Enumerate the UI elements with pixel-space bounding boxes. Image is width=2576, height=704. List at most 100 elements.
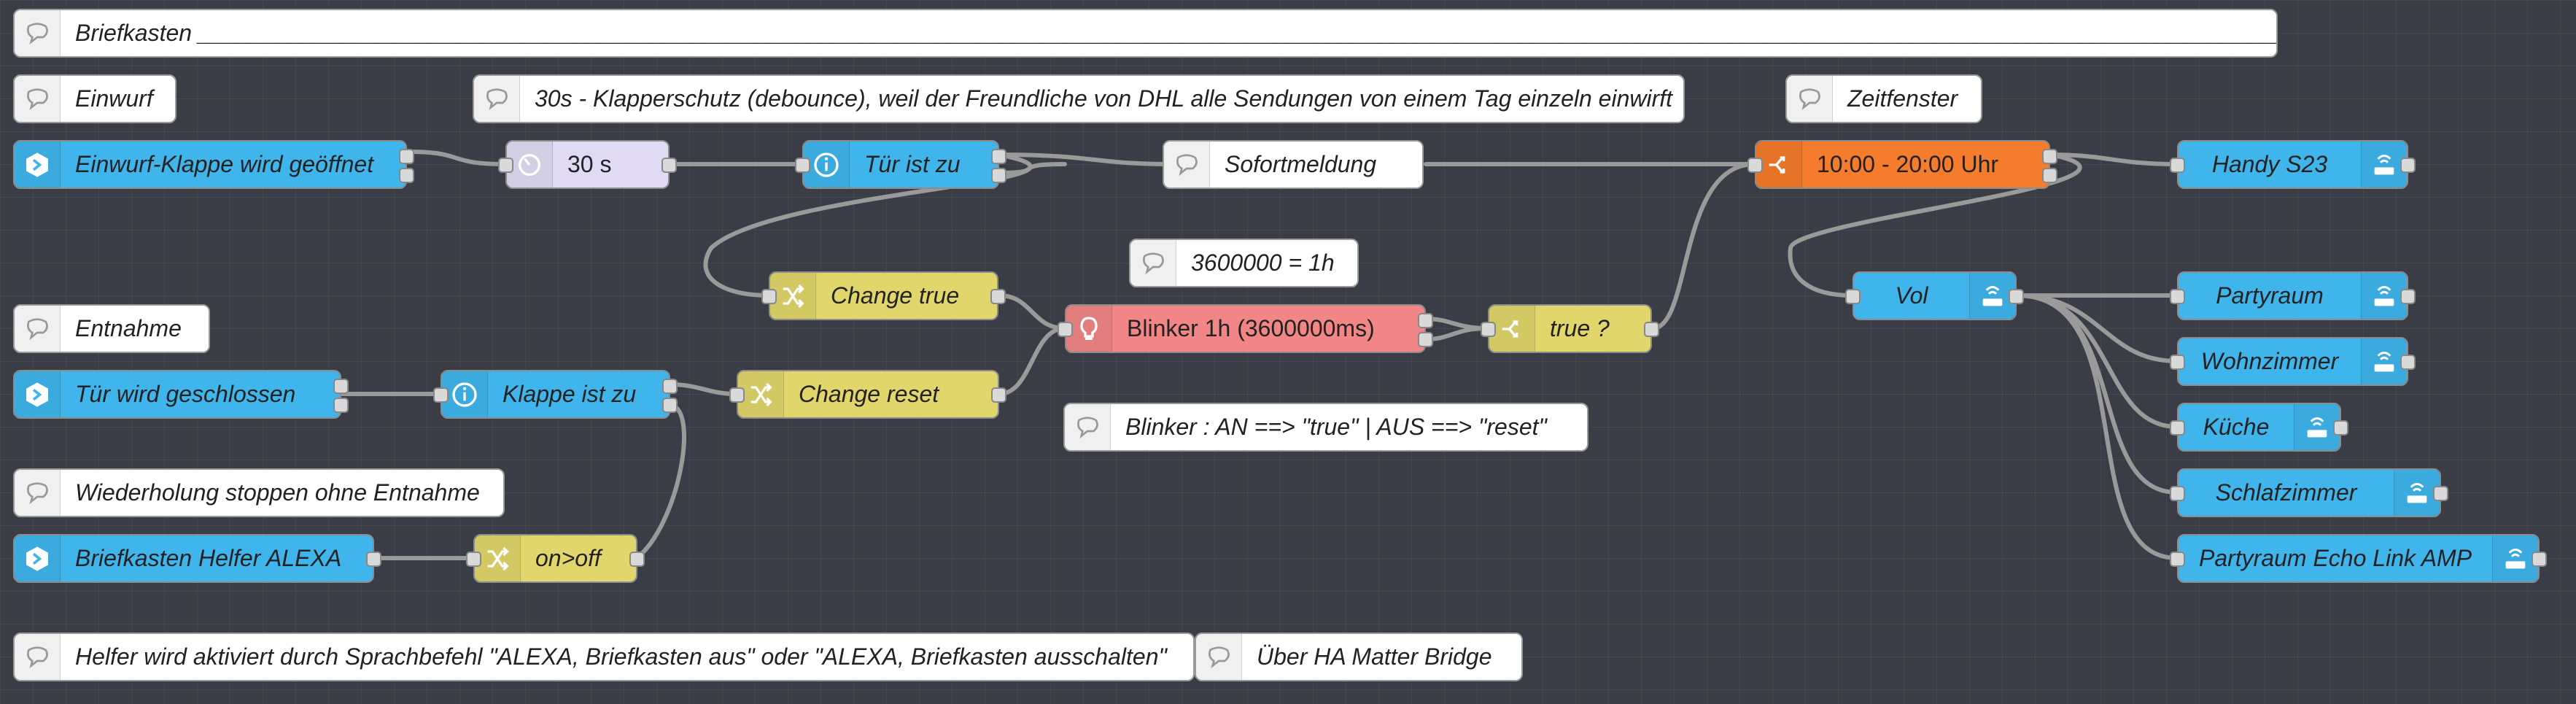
node-change-true[interactable]: Change true bbox=[761, 271, 1006, 320]
output-port[interactable] bbox=[1644, 322, 1659, 337]
speech-bubble-icon bbox=[15, 10, 61, 56]
output-port[interactable] bbox=[662, 379, 678, 394]
output-port[interactable] bbox=[1418, 313, 1433, 328]
output-port[interactable] bbox=[2333, 420, 2348, 436]
comment-label: Einwurf bbox=[75, 85, 153, 112]
comment-label: Zeitfenster bbox=[1847, 85, 1958, 112]
node-blinker[interactable]: Blinker 1h (3600000ms) bbox=[1058, 304, 1433, 353]
output-port[interactable] bbox=[991, 149, 1006, 164]
output-port[interactable] bbox=[399, 149, 414, 164]
input-port[interactable] bbox=[1845, 289, 1861, 304]
node-timerange[interactable]: 10:00 - 20:00 Uhr bbox=[1747, 140, 2057, 189]
comment-einwurf[interactable]: Einwurf bbox=[13, 74, 176, 123]
comment-zeitfenster[interactable]: Zeitfenster bbox=[1785, 74, 1982, 123]
speech-bubble-icon bbox=[1196, 634, 1242, 680]
output-port[interactable] bbox=[333, 379, 349, 394]
comment-entnahme[interactable]: Entnahme bbox=[13, 304, 210, 353]
input-port[interactable] bbox=[761, 289, 777, 304]
node-schlafzimmer[interactable]: Schlafzimmer bbox=[2170, 468, 2448, 517]
shuffle-icon bbox=[475, 535, 521, 581]
node-label: Klappe ist zu bbox=[503, 381, 637, 407]
speech-bubble-icon bbox=[474, 76, 520, 122]
output-port[interactable] bbox=[2009, 289, 2024, 304]
node-label: Briefkasten Helfer ALEXA bbox=[75, 545, 342, 571]
node-handy[interactable]: Handy S23 bbox=[2170, 140, 2416, 189]
node-label: Handy S23 bbox=[2211, 151, 2328, 177]
output-port[interactable] bbox=[2042, 149, 2057, 164]
output-port[interactable] bbox=[399, 168, 414, 183]
comment-matter[interactable]: Über HA Matter Bridge bbox=[1195, 633, 1523, 681]
output-port[interactable] bbox=[2400, 158, 2416, 173]
output-port[interactable] bbox=[2400, 289, 2416, 304]
comment-helfer[interactable]: Helfer wird aktiviert durch Sprachbefehl… bbox=[13, 633, 1195, 681]
output-port[interactable] bbox=[1418, 332, 1433, 347]
input-port[interactable] bbox=[2170, 355, 2185, 370]
wire bbox=[2015, 293, 2179, 560]
node-true-switch[interactable]: true ? bbox=[1481, 304, 1659, 353]
input-port[interactable] bbox=[2170, 289, 2185, 304]
node-label: 10:00 - 20:00 Uhr bbox=[1817, 151, 1999, 177]
speech-bubble-icon bbox=[15, 306, 61, 352]
node-partyraum[interactable]: Partyraum bbox=[2170, 271, 2416, 320]
comment-label: 30s - Klapperschutz (debounce), weil der… bbox=[535, 85, 1673, 112]
wifi-router-icon bbox=[2492, 535, 2538, 581]
output-port[interactable] bbox=[366, 552, 381, 567]
output-port[interactable] bbox=[662, 398, 678, 413]
node-partyraum-echo[interactable]: Partyraum Echo Link AMP bbox=[2170, 534, 2547, 583]
comment-sofortmeldung[interactable]: Sofortmeldung bbox=[1163, 140, 1424, 189]
flow-title-comment[interactable]: Briefkasten ____________________________… bbox=[13, 9, 2278, 58]
input-port[interactable] bbox=[466, 552, 481, 567]
node-vol[interactable]: Vol bbox=[1845, 271, 2024, 320]
output-port[interactable] bbox=[2400, 355, 2416, 370]
node-label: on>off bbox=[535, 545, 601, 571]
wire bbox=[1650, 162, 1757, 330]
node-tuer-ist-zu[interactable]: Tür ist zu bbox=[795, 140, 1006, 189]
node-kueche[interactable]: Küche bbox=[2170, 403, 2348, 452]
output-port[interactable] bbox=[2532, 552, 2547, 567]
comment-blinker-info[interactable]: Blinker : AN ==> "true" | AUS ==> "reset… bbox=[1063, 403, 1588, 452]
comment-hour[interactable]: 3600000 = 1h bbox=[1129, 239, 1359, 287]
input-port[interactable] bbox=[795, 158, 810, 173]
info-circle-icon bbox=[804, 142, 850, 187]
output-port[interactable] bbox=[991, 168, 1006, 183]
comment-label: Sofortmeldung bbox=[1225, 151, 1377, 177]
node-helfer-alexa[interactable]: Briefkasten Helfer ALEXA bbox=[13, 534, 381, 583]
input-port[interactable] bbox=[1747, 158, 1763, 173]
hexagon-arrow-icon bbox=[15, 142, 61, 187]
output-port[interactable] bbox=[2433, 486, 2448, 501]
output-port[interactable] bbox=[333, 398, 349, 413]
output-port[interactable] bbox=[991, 387, 1006, 403]
wire bbox=[997, 152, 1173, 166]
output-port[interactable] bbox=[2042, 168, 2057, 183]
wifi-router-icon bbox=[2361, 142, 2407, 187]
node-change-reset[interactable]: Change reset bbox=[729, 370, 1006, 419]
input-port[interactable] bbox=[1481, 322, 1496, 337]
input-port[interactable] bbox=[729, 387, 745, 403]
speech-bubble-icon bbox=[15, 634, 61, 680]
node-wohnzimmer[interactable]: Wohnzimmer bbox=[2170, 337, 2416, 386]
input-port[interactable] bbox=[2170, 158, 2185, 173]
input-port[interactable] bbox=[2170, 552, 2185, 567]
comment-wiederholung[interactable]: Wiederholung stoppen ohne Entnahme bbox=[13, 468, 505, 517]
lightbulb-icon bbox=[1066, 306, 1112, 352]
wire bbox=[1788, 152, 2082, 298]
speech-bubble-icon bbox=[15, 470, 61, 516]
input-port[interactable] bbox=[498, 158, 513, 173]
output-port[interactable] bbox=[662, 158, 677, 173]
node-onoff[interactable]: on>off bbox=[466, 534, 645, 583]
input-port[interactable] bbox=[2170, 486, 2185, 501]
wire bbox=[997, 326, 1067, 396]
output-port[interactable] bbox=[990, 289, 1006, 304]
speech-bubble-icon bbox=[1787, 76, 1833, 122]
node-delay[interactable]: 30 s bbox=[498, 140, 677, 189]
node-tuer-geschlossen[interactable]: Tür wird geschlossen bbox=[13, 370, 349, 419]
input-port[interactable] bbox=[2170, 420, 2185, 436]
input-port[interactable] bbox=[433, 387, 449, 403]
node-einwurf-klappe[interactable]: Einwurf-Klappe wird geöffnet bbox=[13, 140, 414, 189]
input-port[interactable] bbox=[1058, 322, 1073, 337]
output-port[interactable] bbox=[629, 552, 645, 567]
comment-debounce[interactable]: 30s - Klapperschutz (debounce), weil der… bbox=[473, 74, 1685, 123]
wire bbox=[635, 403, 686, 560]
node-klappe-ist-zu[interactable]: Klappe ist zu bbox=[433, 370, 678, 419]
